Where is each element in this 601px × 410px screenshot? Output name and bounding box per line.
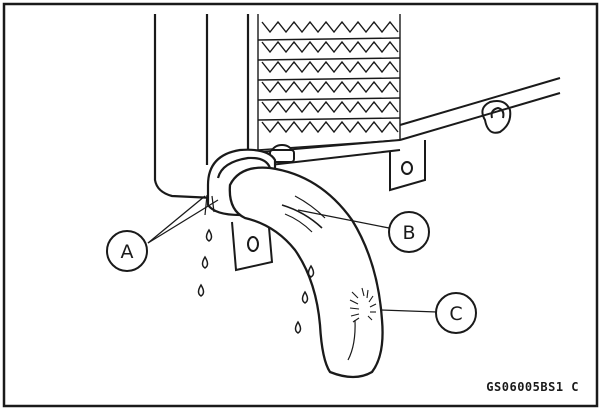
mounting-tab-right (389, 140, 426, 192)
callout-a-label: A (121, 241, 134, 263)
callout-c: C (435, 292, 477, 334)
leader-lines (147, 195, 438, 313)
leader-line-a (147, 195, 206, 244)
mounting-tab-left (231, 215, 274, 272)
water-drops (197, 194, 315, 334)
callout-b: B (388, 211, 430, 253)
mounting-rail (259, 77, 561, 166)
figure-code: GS06005BS1 C (486, 380, 579, 394)
callout-c-label: C (449, 303, 462, 325)
leader-line-b (297, 209, 390, 229)
radiator-core (257, 14, 401, 151)
hose-crack-marks (349, 287, 377, 323)
leader-line-c (379, 309, 438, 313)
radiator-hose (228, 166, 384, 379)
callout-b-label: B (402, 222, 415, 244)
callout-a: A (106, 230, 148, 272)
leader-line-a-2 (147, 199, 219, 244)
